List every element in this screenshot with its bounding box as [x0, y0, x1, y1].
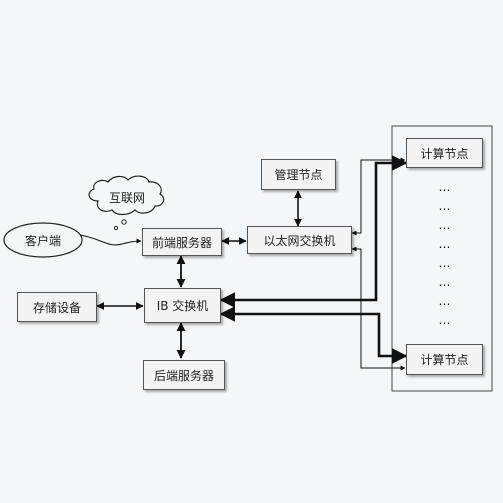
internet-cloud	[88, 175, 165, 216]
ellipsis-mark: …	[438, 180, 451, 194]
ellipsis-mark: …	[438, 237, 451, 251]
internet-label: 互联网	[108, 190, 145, 205]
ib-bottom-compute-edge	[219, 306, 408, 364]
ellipsis-mark: …	[438, 218, 451, 232]
ellipsis-mark: …	[438, 256, 451, 270]
back-server-box: 后端服务器	[143, 360, 225, 390]
compute-node-bottom-box: 计算节点	[406, 344, 483, 375]
storage-box: 存储设备	[17, 292, 97, 322]
compute-node-top-box: 计算节点	[406, 138, 483, 168]
cloud-bubble	[121, 219, 127, 225]
ib-top-compute-edge	[219, 155, 408, 308]
management-node-box: 管理节点	[261, 159, 336, 190]
client-label: 客户端	[24, 233, 61, 248]
client-to-front-server-edge	[79, 234, 142, 246]
ellipsis-mark: …	[438, 199, 451, 213]
cloud-bubble	[113, 225, 119, 231]
ethernet-switch-box: 以太网交换机	[247, 226, 352, 254]
client-ellipse	[3, 222, 83, 258]
compute-node-ellipsis: … … … … … … … …	[436, 178, 452, 330]
front-server-box: 前端服务器	[142, 228, 222, 256]
ib-switch-box: IB 交换机	[144, 288, 221, 323]
ellipsis-mark: …	[438, 313, 451, 327]
ellipsis-mark: …	[438, 294, 451, 308]
ellipsis-mark: …	[438, 275, 451, 289]
